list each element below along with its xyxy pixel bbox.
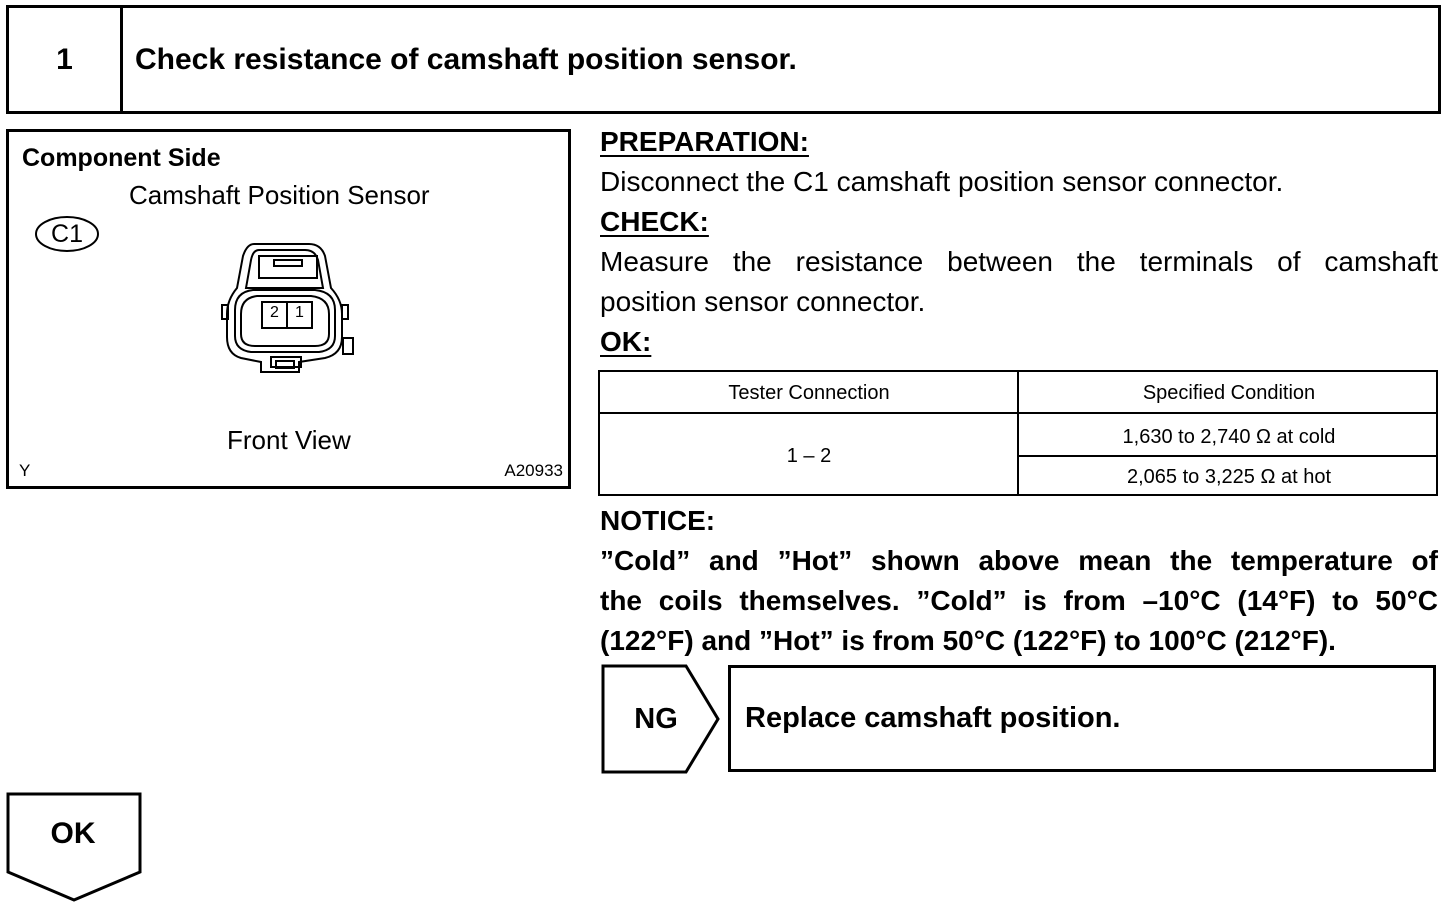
connector-id-oval	[35, 216, 99, 252]
check-text-line2: position sensor connector.	[600, 286, 926, 317]
table-cell-condition-hot: 2,065 to 3,225 Ω at hot	[1127, 465, 1331, 488]
connector-figure: Component Side Camshaft Position Sensor …	[6, 129, 571, 489]
connector-id-label: C1	[51, 220, 83, 248]
component-name-label: Camshaft Position Sensor	[129, 180, 430, 210]
notice-line1: ”Cold” and ”Hot” shown above mean the te…	[600, 545, 1438, 576]
ok-label: OK	[50, 817, 96, 850]
step-title: Check resistance of camshaft position se…	[135, 42, 797, 76]
table-cell-condition-cold: 1,630 to 2,740 Ω at cold	[1122, 425, 1336, 448]
notice-line3: (122°F) and ”Hot” is from 50°C (122°F) t…	[600, 625, 1336, 656]
step-number: 1	[9, 8, 123, 111]
notice-heading: NOTICE:	[600, 505, 716, 536]
sensor-connector-outline	[221, 243, 354, 373]
spec-table-grid	[598, 370, 1438, 496]
table-header-condition: Specified Condition	[1142, 381, 1316, 404]
table-cell-connection: 1 – 2	[786, 444, 832, 467]
spec-table: Tester Connection Specified Condition 1 …	[598, 370, 1438, 496]
terminal-2-label: 2	[270, 304, 279, 321]
ok-heading: OK:	[600, 326, 652, 357]
notice-line2: the coils themselves. ”Cold” is from –10…	[600, 585, 1438, 616]
check-heading: CHECK:	[600, 206, 709, 237]
view-label: Front View	[227, 425, 351, 455]
table-header-connection: Tester Connection	[728, 381, 890, 404]
step-header: 1 Check resistance of camshaft position …	[6, 5, 1441, 114]
component-side-label: Component Side	[22, 144, 221, 172]
ng-action-text: Replace camshaft position.	[745, 702, 1121, 734]
connector-drawing	[35, 216, 354, 373]
ng-arrow-shape	[601, 664, 720, 774]
check-text-line1: Measure the resistance between the termi…	[600, 246, 1438, 277]
ok-arrow-shape	[6, 792, 142, 902]
ng-result-box: Replace camshaft position.	[728, 665, 1436, 772]
preparation-heading: PREPARATION:	[600, 126, 809, 157]
terminal-1-label: 1	[295, 304, 304, 321]
ng-label: NG	[634, 702, 678, 735]
preparation-text: Disconnect the C1 camshaft position sens…	[600, 166, 1284, 197]
figure-corner-left: Y	[19, 461, 31, 480]
figure-code: A20933	[504, 461, 563, 480]
